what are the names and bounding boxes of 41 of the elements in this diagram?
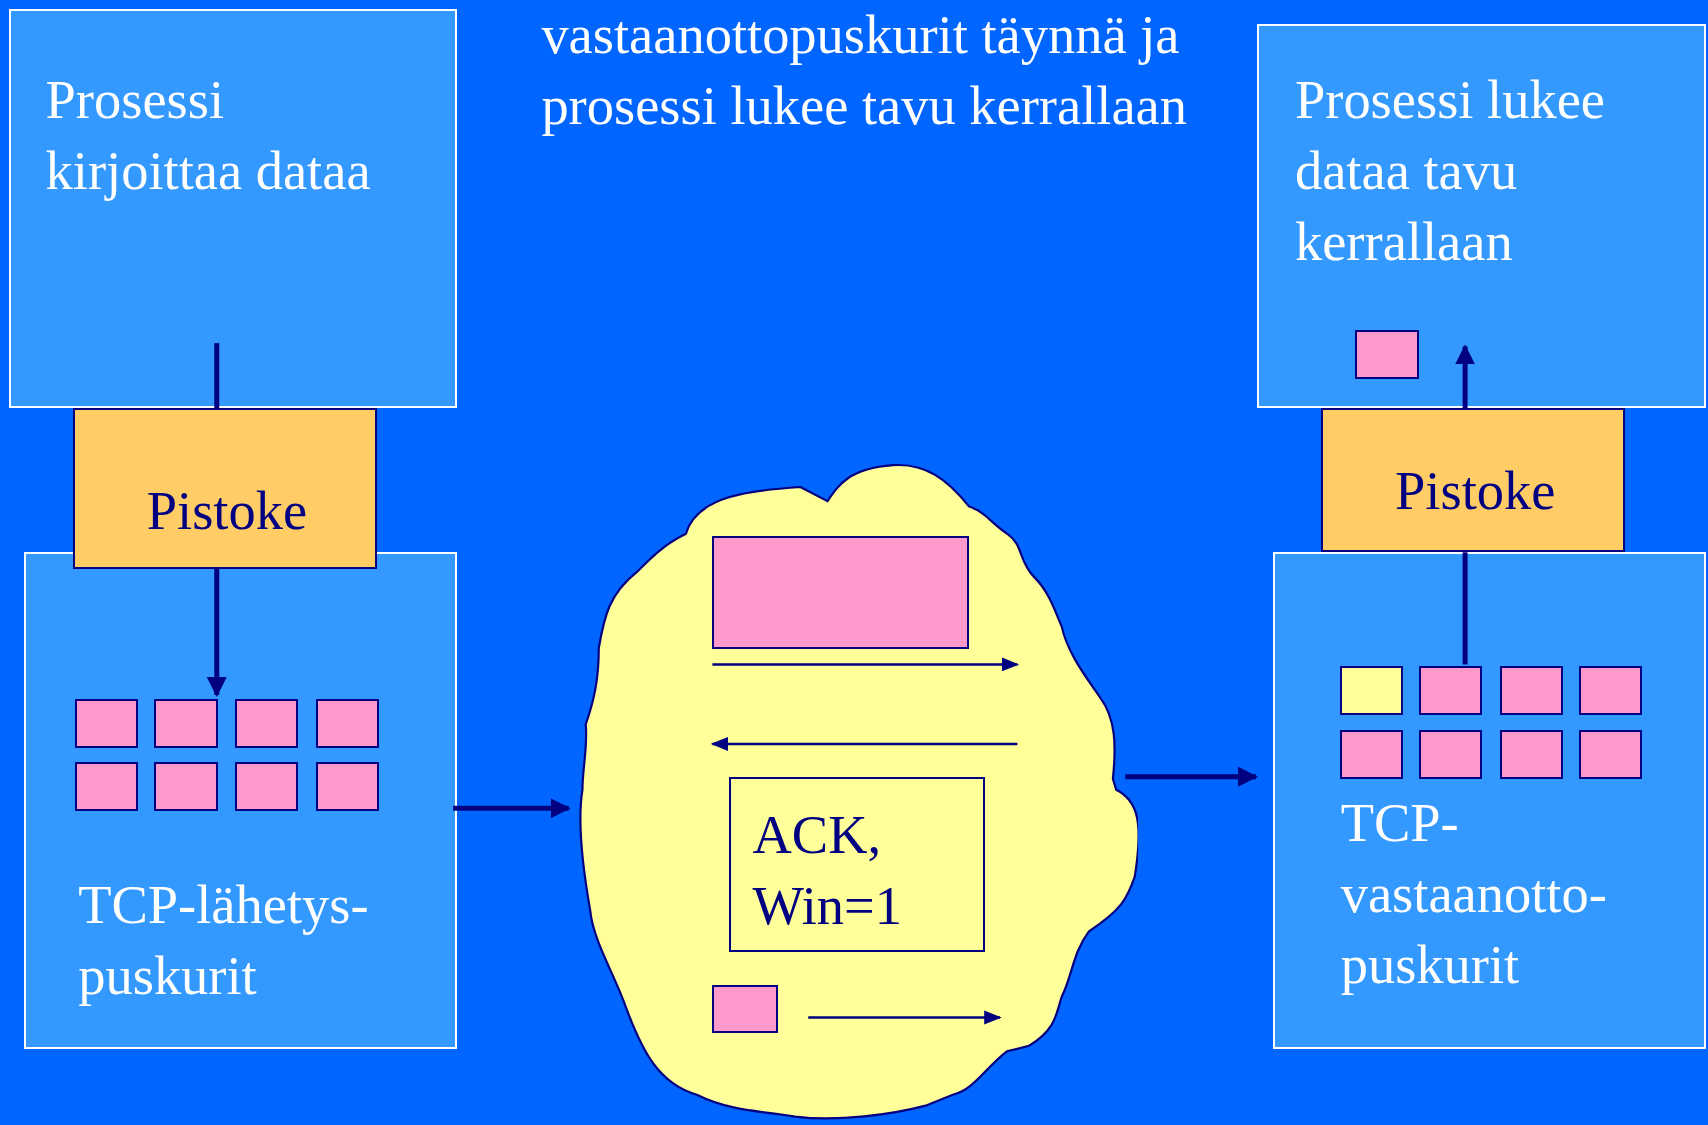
data-block [712, 535, 970, 650]
network-cloud [577, 462, 1139, 1122]
arrow [1125, 766, 1258, 787]
data-block [1339, 729, 1403, 779]
arrow [453, 798, 571, 819]
data-block [235, 699, 299, 749]
box-text: Prosessi lukee dataa tavu kerrallaan [1294, 68, 1607, 274]
connector-line [214, 343, 220, 409]
ack-box [728, 776, 985, 952]
box-text: TCP- vastaanotto- puskurit [1340, 791, 1608, 998]
data-block [1499, 729, 1563, 779]
socket-label: Pistoke [145, 478, 309, 543]
arrow [206, 568, 227, 697]
data-block [154, 699, 218, 749]
box-text: ACK, Win=1 [752, 803, 903, 939]
arrow [1455, 344, 1476, 409]
data-block [315, 699, 379, 749]
connector-line [1462, 552, 1468, 665]
data-block [235, 762, 299, 812]
box-text: Prosessi kirjoittaa dataa [45, 68, 372, 203]
buffer-box [1273, 552, 1706, 1049]
data-block [1579, 729, 1643, 779]
process-box [8, 8, 458, 409]
socket-label: Pistoke [1394, 459, 1557, 524]
data-block [1499, 666, 1563, 716]
socket-box [1321, 408, 1626, 553]
data-block [315, 762, 379, 812]
data-block [1419, 666, 1483, 716]
socket-box [72, 408, 377, 569]
data-block [154, 762, 218, 812]
data-block [1419, 729, 1483, 779]
box-text: TCP-lähetys- puskurit [78, 873, 370, 1008]
data-block [712, 984, 778, 1033]
data-block [74, 699, 139, 749]
empty-slot [1339, 666, 1403, 716]
buffer-box [23, 552, 458, 1049]
process-box [1257, 23, 1706, 409]
data-block [74, 762, 139, 812]
note-text: vastaanottopuskurit täynnä ja prosessi lukee tavu kerrallaan [541, 3, 1188, 138]
data-block [1354, 329, 1420, 379]
data-block [1579, 666, 1643, 716]
